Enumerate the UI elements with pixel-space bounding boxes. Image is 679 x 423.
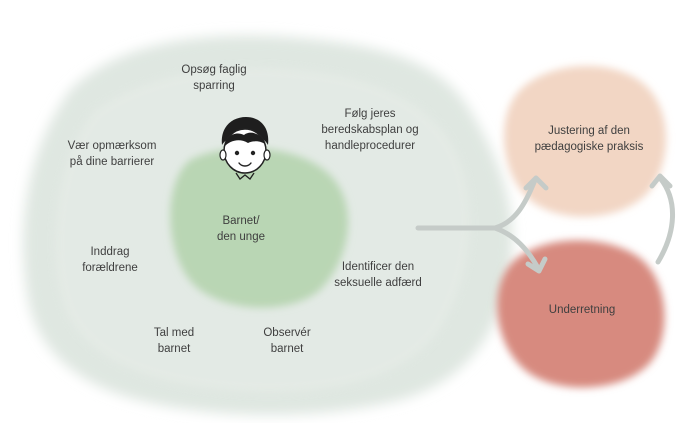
action-opsog: Opsøg faglig sparring: [181, 62, 246, 94]
action-opsog-line-2: sparring: [193, 80, 235, 92]
outcome-underretning: Underretning: [549, 302, 615, 318]
action-folg: Følg jeres beredskabsplan og handleproce…: [321, 106, 418, 154]
action-vaer-line-2: på dine barrierer: [69, 156, 155, 168]
outcome-justering-line-1: Justering af den: [548, 125, 630, 137]
action-tal-line-1: Tal med: [153, 327, 195, 339]
action-folg-line-1: Følg jeres: [344, 108, 396, 120]
action-tal: Tal med barnet: [154, 325, 194, 357]
red-blob: [497, 240, 665, 388]
flow-arrows: [415, 173, 675, 274]
arrow-loop-head: [649, 173, 673, 189]
peach-blob: [503, 66, 666, 217]
outcome-underretning-line-1: Underretning: [548, 304, 616, 316]
action-opsog-line-1: Opsøg faglig: [181, 64, 247, 76]
action-inddrag-line-1: Inddrag: [90, 246, 130, 258]
arrow-down-curve: [492, 225, 541, 271]
action-identificer-line-1: Identificer den: [341, 261, 415, 273]
arrow-loop-right: [655, 175, 675, 265]
action-folg-line-3: handleprocedurer: [324, 140, 416, 152]
action-observer-line-2: barnet: [270, 343, 304, 355]
outcome-justering: Justering af den pædagogiske praksis: [535, 123, 644, 155]
action-tal-line-2: barnet: [157, 343, 191, 355]
action-observer: Observér barnet: [263, 325, 310, 357]
action-identificer: Identificer den seksuelle adfærd: [334, 259, 422, 291]
inner-green-blob: [170, 148, 349, 308]
center-line-2: den unge: [217, 231, 265, 243]
arrow-up-curve: [492, 177, 538, 231]
center-label: Barnet/ den unge: [217, 213, 265, 245]
action-vaer-line-1: Vær opmærksom: [67, 140, 157, 152]
action-folg-line-2: beredskabsplan og: [321, 124, 419, 136]
action-observer-line-1: Observér: [263, 327, 311, 339]
child-face-icon: [219, 117, 271, 180]
action-inddrag-line-2: forældrene: [82, 262, 138, 274]
outcome-justering-line-2: pædagogiske praksis: [534, 141, 644, 153]
action-identificer-line-2: seksuelle adfærd: [334, 277, 422, 289]
arrow-up-head: [523, 175, 549, 191]
arrow-down-head: [525, 256, 548, 274]
center-line-1: Barnet/: [222, 215, 260, 227]
action-inddrag: Inddrag forældrene: [82, 244, 138, 276]
action-vaer: Vær opmærksom på dine barrierer: [68, 138, 157, 170]
